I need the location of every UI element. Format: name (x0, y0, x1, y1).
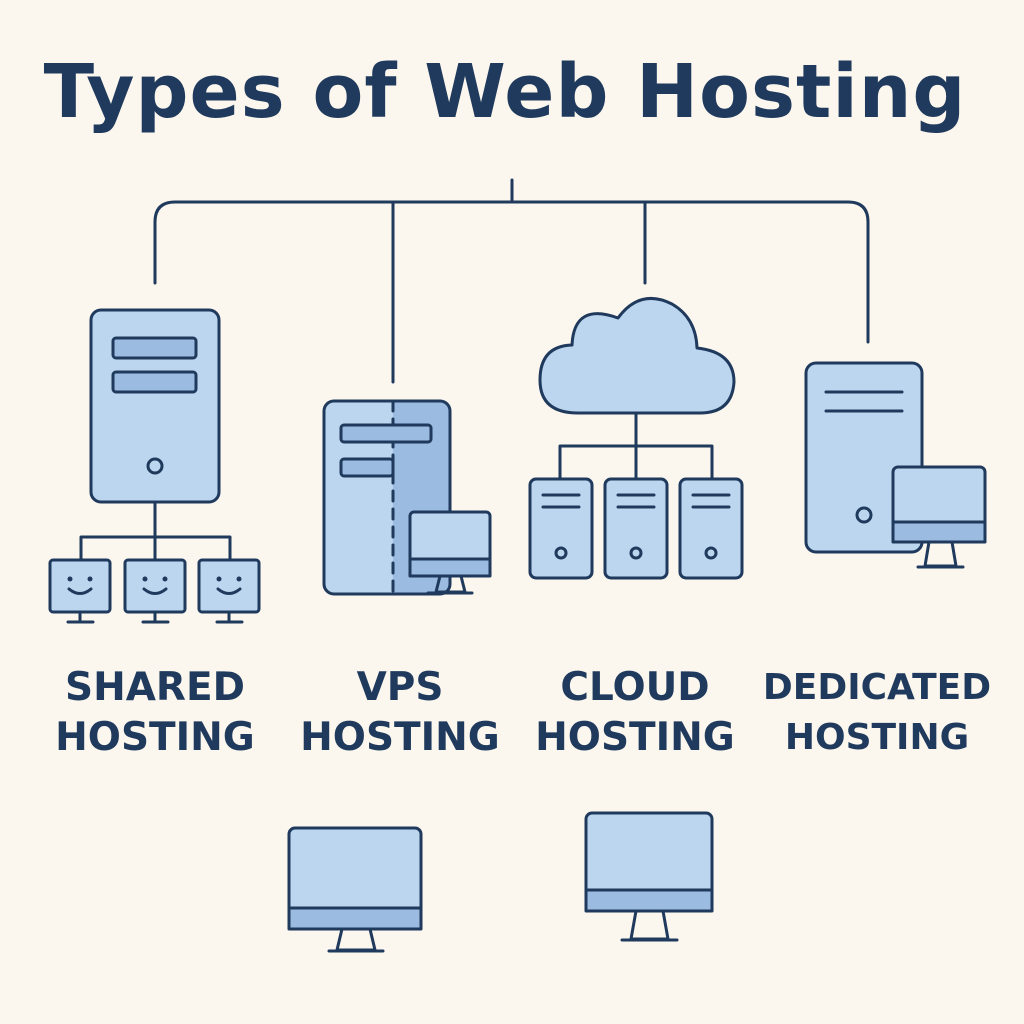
label-line: HOSTING (535, 715, 735, 760)
label-shared-hosting: SHARED HOSTING (40, 663, 270, 763)
cloud-servers-icon (528, 296, 744, 580)
monitor-icon (408, 510, 492, 595)
page-title: Types of Web Hosting (43, 49, 967, 135)
smiley-monitor-icon (123, 558, 187, 624)
label-line: VPS (356, 665, 444, 710)
label-cloud-hosting: CLOUD HOSTING (524, 663, 746, 763)
server-icon (528, 477, 594, 580)
label-line: HOSTING (784, 717, 970, 758)
label-line: CLOUD (560, 665, 710, 710)
server-icon (678, 477, 744, 580)
label-line: HOSTING (55, 715, 255, 760)
label-vps-hosting: VPS HOSTING (288, 663, 512, 763)
dedicated-server-icon (804, 361, 987, 569)
monitor-icon (891, 465, 987, 569)
label-dedicated-hosting: DEDICATED HOSTING (756, 663, 998, 763)
smiley-monitor-icon (197, 558, 261, 624)
shared-server-icon (48, 308, 261, 624)
server-icon (603, 477, 669, 580)
label-line: HOSTING (300, 715, 500, 760)
monitor-icon (584, 811, 714, 942)
smiley-monitor-icon (48, 558, 112, 624)
tree-connector (153, 178, 870, 384)
vps-server-icon (322, 399, 492, 596)
label-line: DEDICATED (762, 667, 992, 708)
label-line: SHARED (65, 665, 245, 710)
monitor-icon (287, 826, 423, 953)
